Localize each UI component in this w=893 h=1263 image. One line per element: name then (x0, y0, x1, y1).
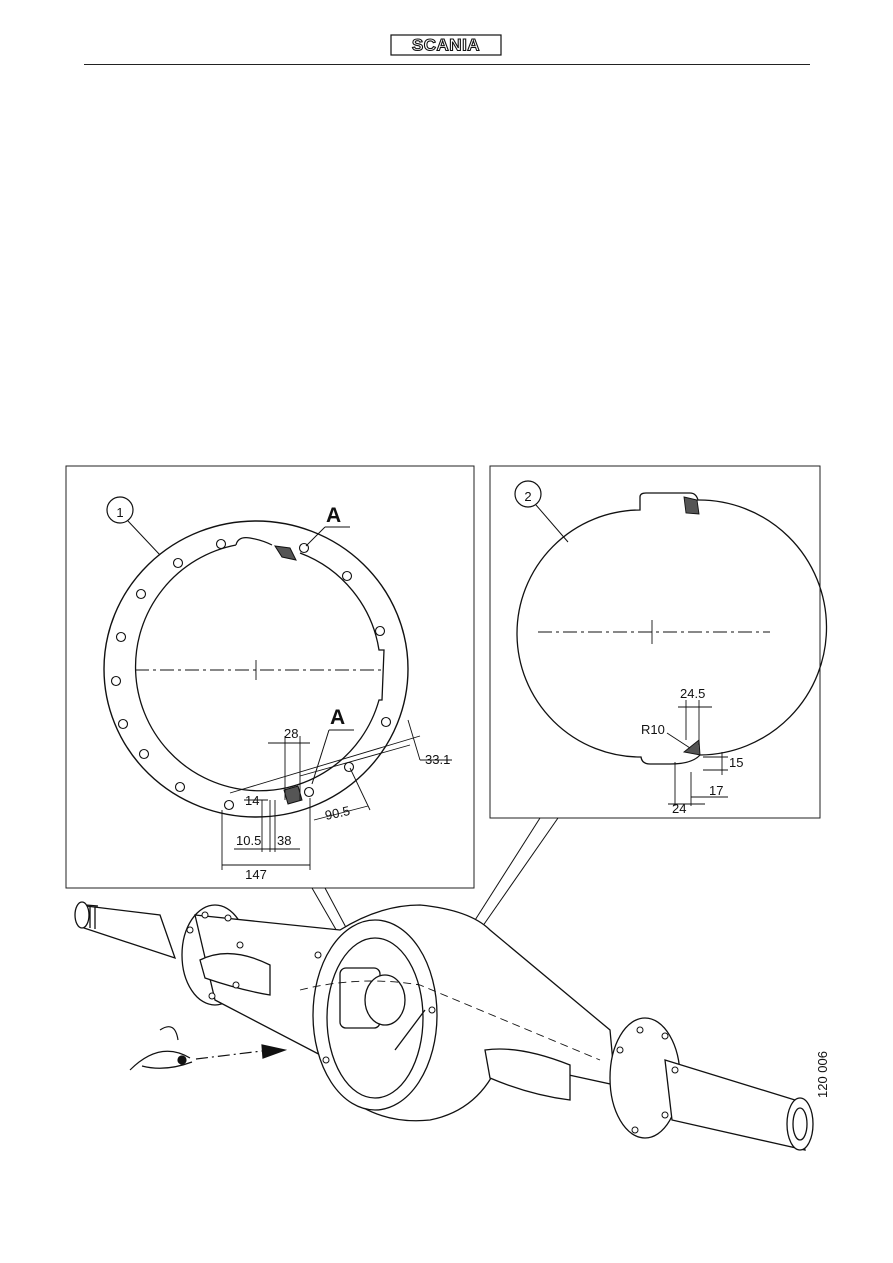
rear-axle-assembly (74, 901, 814, 1151)
bolt-holes (110, 538, 392, 811)
dim-33-1: 33.1 (425, 752, 450, 767)
dim-15: 15 (729, 755, 743, 770)
dim-24-5: 24.5 (680, 686, 705, 701)
panel-1: 1 A A 28 33.1 14 90.5 10.5 (65, 465, 475, 889)
header-rule (84, 64, 810, 65)
figure-number: 120 006 (815, 1051, 830, 1098)
panel-2: 2 24.5 R10 15 17 24 (489, 465, 828, 819)
dim-90-5: 90.5 (324, 803, 352, 823)
dim-24: 24 (672, 801, 686, 816)
marker-a-top: A (326, 504, 341, 527)
dim-17: 17 (709, 783, 723, 798)
panel-1-number: 1 (116, 505, 123, 520)
dim-r10: R10 (641, 722, 665, 737)
brand-text: SCANIA (412, 36, 480, 55)
dim-14: 14 (245, 793, 259, 808)
scania-logo: SCANIA (390, 34, 502, 56)
marker-a-bottom: A (330, 706, 345, 729)
panel-2-number: 2 (524, 489, 531, 504)
dim-10-5: 10.5 (236, 833, 261, 848)
dim-147: 147 (245, 867, 267, 882)
dim-28: 28 (284, 726, 298, 741)
view-direction-eye-icon (129, 1026, 288, 1071)
dim-38: 38 (277, 833, 291, 848)
